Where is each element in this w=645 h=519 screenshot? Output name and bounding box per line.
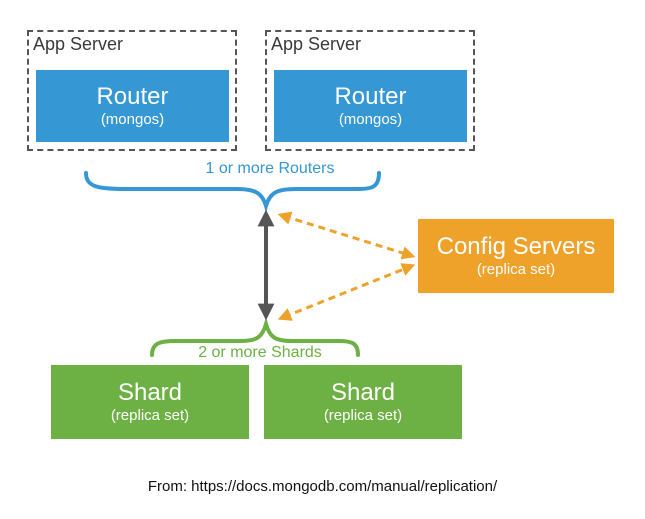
shard-config-arrow <box>277 263 416 321</box>
shards-brace <box>150 316 360 357</box>
router-title: Router <box>96 83 169 110</box>
router-config-arrow <box>277 211 416 260</box>
shard-title: Shard <box>117 379 183 406</box>
app-server-label: App Server <box>271 34 362 54</box>
routers-caption: 1 or more Routers <box>205 160 335 177</box>
router-box-2: Router (mongos) <box>274 70 467 142</box>
config-servers-box: Config Servers (replica set) <box>418 219 614 293</box>
router-subtitle: (mongos) <box>338 111 403 128</box>
app-server-1: App Server Router (mongos) <box>27 30 237 151</box>
config-subtitle: (replica set) <box>476 261 556 278</box>
shard-box-2: Shard (replica set) <box>264 365 462 439</box>
router-subtitle: (mongos) <box>100 111 165 128</box>
shards-caption: 2 or more Shards <box>198 344 322 361</box>
shard-subtitle: (replica set) <box>323 407 403 424</box>
config-title: Config Servers <box>436 233 596 260</box>
shard-title: Shard <box>330 379 396 406</box>
shard-box-1: Shard (replica set) <box>51 365 249 439</box>
routers-brace <box>84 171 381 214</box>
router-title: Router <box>334 83 407 110</box>
shard-subtitle: (replica set) <box>110 407 190 424</box>
app-server-2: App Server Router (mongos) <box>265 30 475 151</box>
router-box-1: Router (mongos) <box>36 70 229 142</box>
app-server-label: App Server <box>33 34 124 54</box>
source-footer: From: https://docs.mongodb.com/manual/re… <box>147 478 498 495</box>
